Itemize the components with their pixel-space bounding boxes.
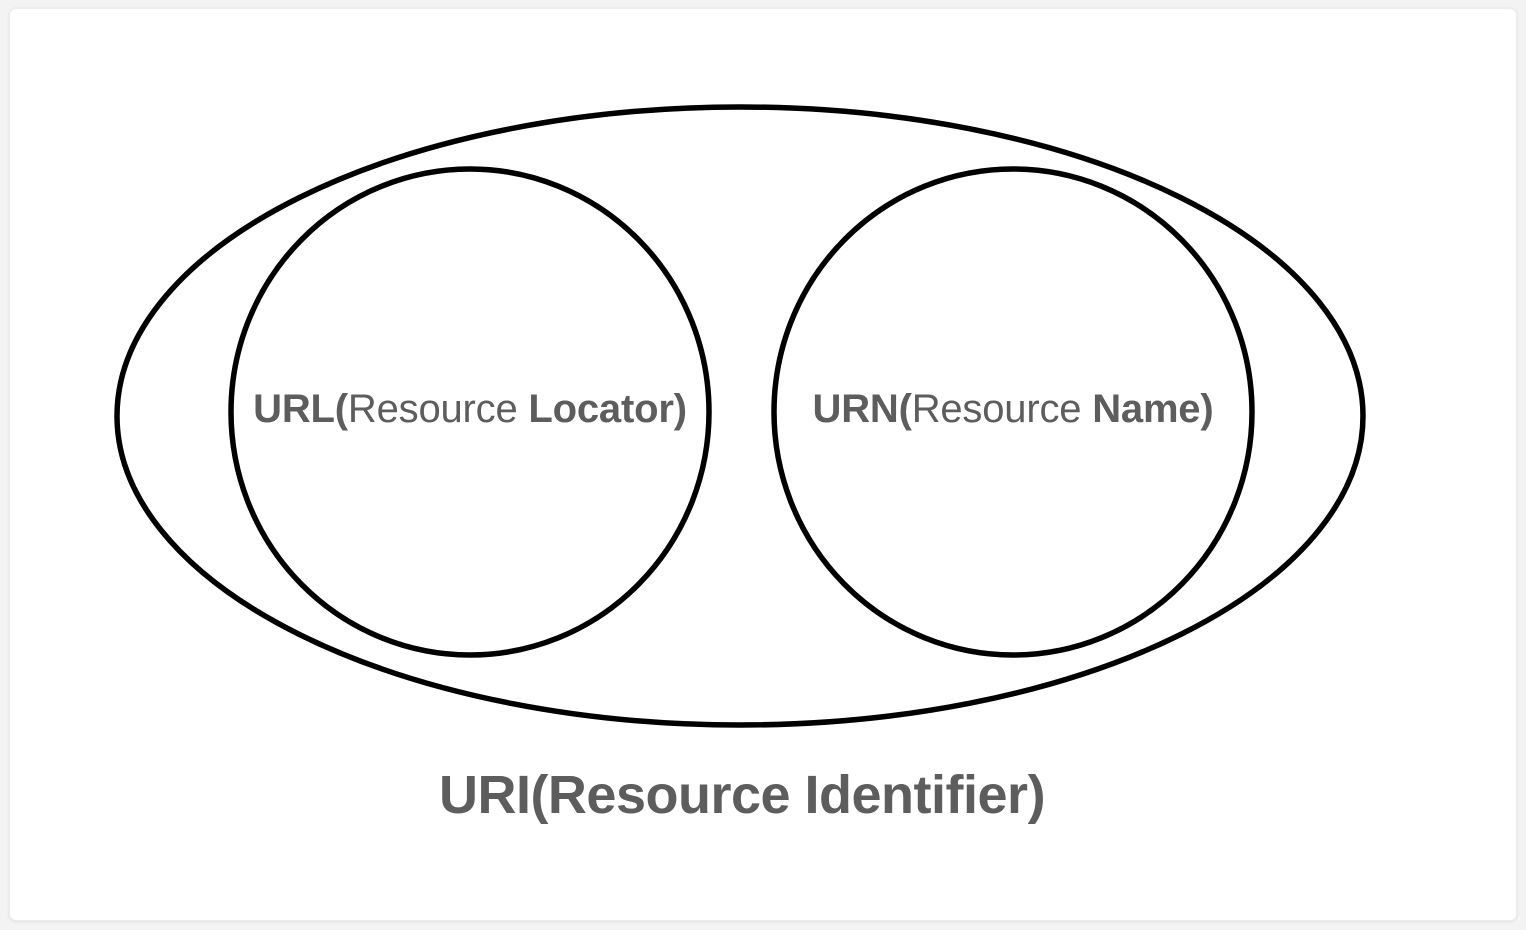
url-circle xyxy=(228,166,712,658)
diagram-card: URL(Resource Locator) URN(Resource Name)… xyxy=(9,8,1517,921)
uri-outer-ellipse xyxy=(114,104,1366,728)
urn-circle xyxy=(771,166,1255,658)
venn-diagram-canvas xyxy=(114,104,1366,728)
